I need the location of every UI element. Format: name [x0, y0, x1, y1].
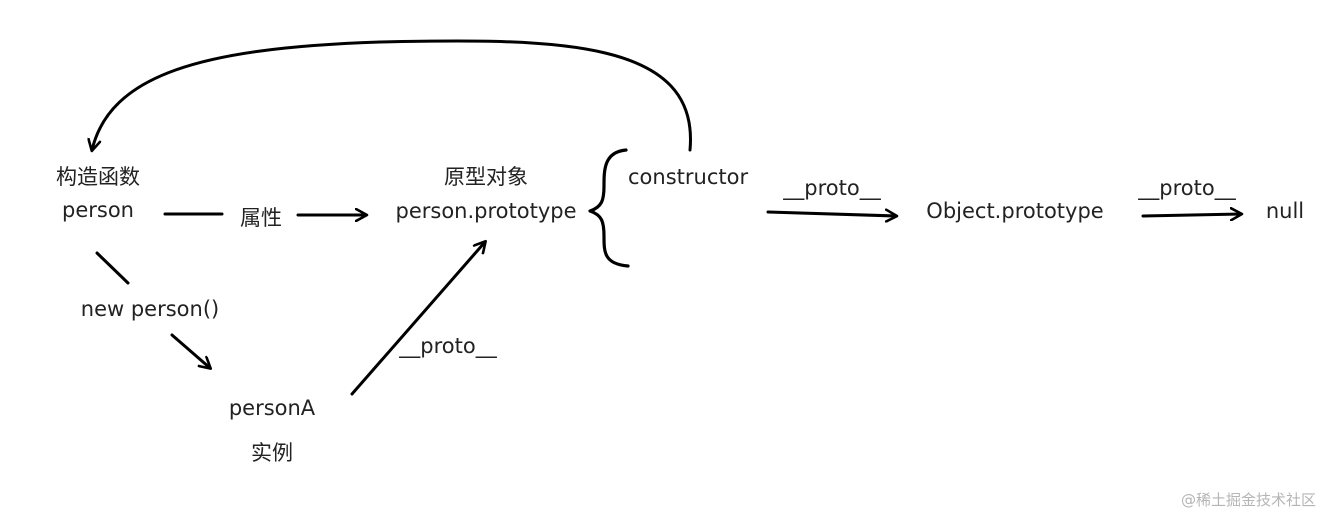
- proto-instance-edge-label: __proto__: [399, 334, 497, 358]
- prototype-name: person.prototype: [395, 199, 577, 223]
- proto-prototype-edge-label: __proto__: [783, 176, 881, 200]
- instance-name: personA: [228, 396, 316, 420]
- property-edge-label: 属性: [240, 206, 282, 230]
- null-node: null: [1265, 199, 1305, 223]
- new-call-edge-label: new person(): [80, 297, 220, 321]
- person-to-new-line: [95, 251, 130, 285]
- object-prototype: Object.prototype: [926, 199, 1104, 223]
- new-to-instance-arrow: [170, 333, 210, 368]
- constructor-to-person-arrow: [92, 39, 692, 150]
- instance-to-prototype-arrow: [350, 242, 485, 396]
- constructor-title: 构造函数: [56, 165, 140, 189]
- object-to-null-arrow: [1141, 214, 1241, 216]
- watermark: @稀土掘金技术社区: [1180, 491, 1316, 509]
- prototype-to-object-arrow: [766, 212, 896, 216]
- prototype-brace: [588, 148, 630, 268]
- prototype-title: 原型对象: [444, 165, 528, 189]
- instance-title: 实例: [251, 441, 293, 465]
- proto-object-edge-label: __proto__: [1138, 176, 1236, 200]
- constructor-name: person: [62, 198, 134, 222]
- constructor-property: constructor: [628, 165, 749, 189]
